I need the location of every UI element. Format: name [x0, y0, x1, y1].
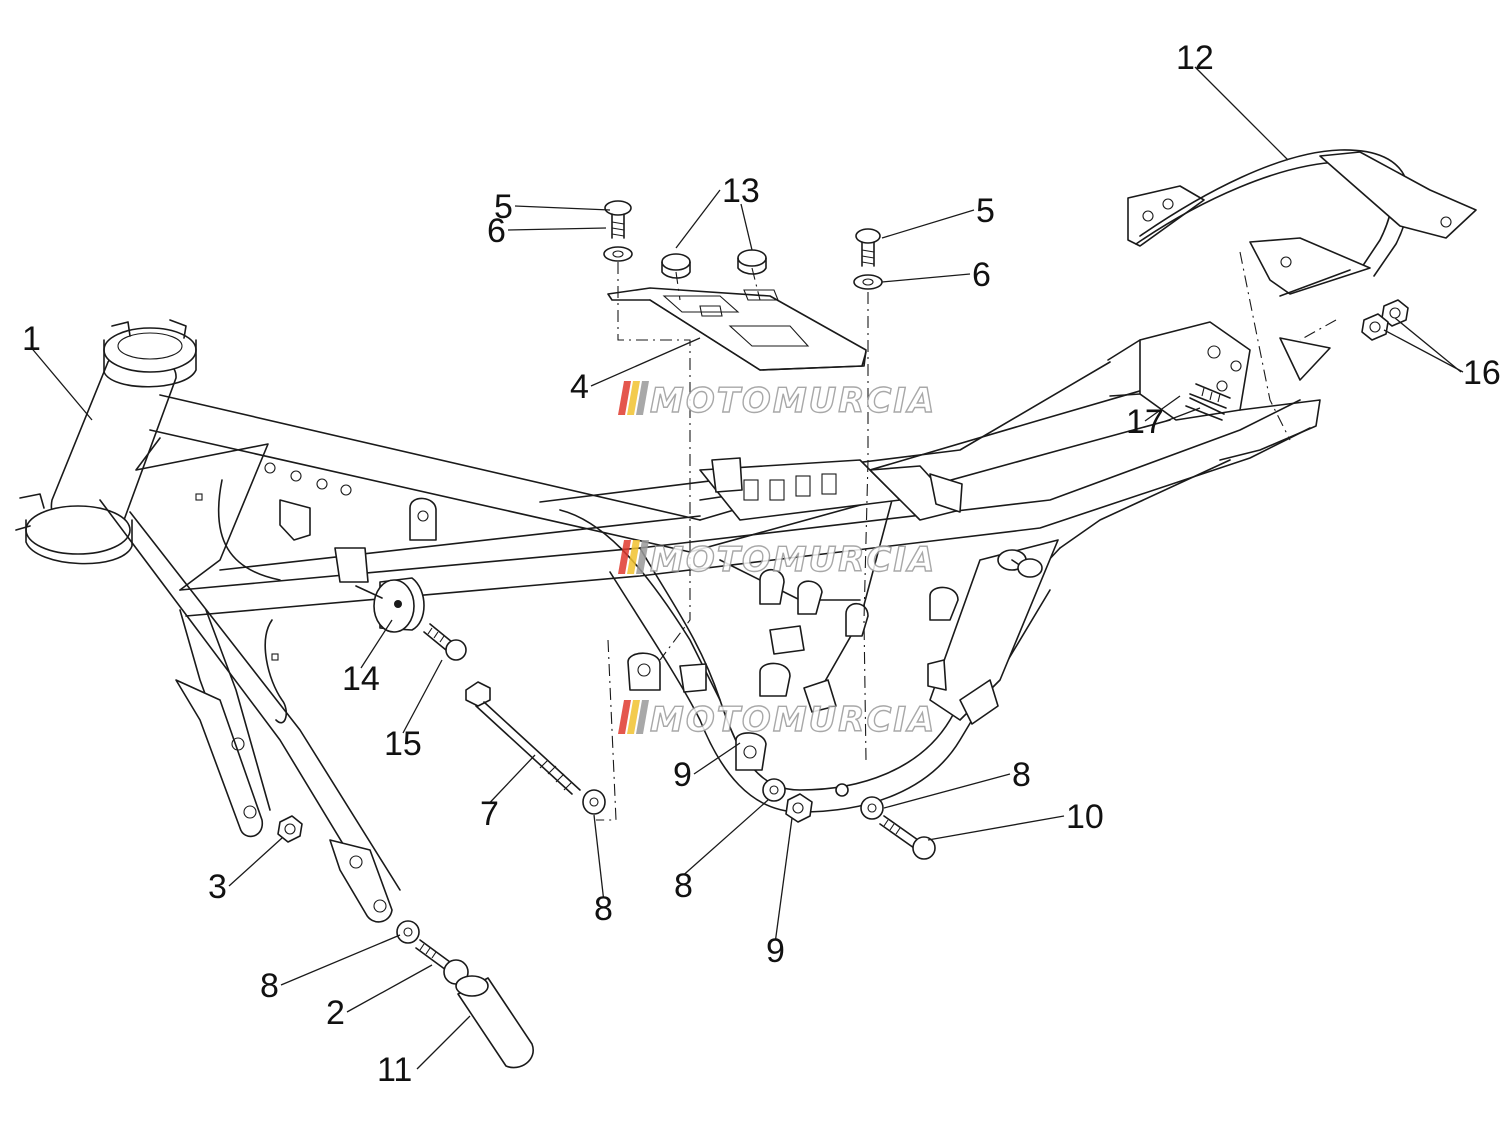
leader-line-c8c	[683, 799, 769, 876]
watermark-2: MOTOMURCIA	[618, 699, 936, 741]
washer-8-mid	[582, 789, 606, 815]
screw-5-left	[604, 200, 632, 239]
bolt-15	[423, 623, 467, 661]
leader-line-c10	[927, 815, 1065, 841]
callout-c8c: 8	[674, 867, 693, 905]
rubber-mount-14	[355, 577, 425, 633]
bolt-2	[415, 939, 469, 985]
leader-line-c13	[675, 189, 721, 249]
watermark-stripe	[618, 381, 631, 415]
nut-3	[277, 815, 303, 843]
callout-c7: 7	[480, 795, 499, 833]
callout-c12: 12	[1176, 39, 1214, 77]
nut-9	[785, 793, 813, 823]
leader-line-c1	[31, 347, 93, 421]
watermark-layer: MOTOMURCIA MOTOMURCIA MOTOMURCIA	[618, 380, 936, 741]
bolts-17	[1185, 383, 1231, 421]
leader-line-c9a	[693, 742, 741, 775]
callout-c8d: 8	[1012, 756, 1031, 794]
watermark-text: MOTOMURCIA	[650, 540, 936, 580]
watermark-stripe	[636, 700, 649, 734]
leader-line-c8a	[280, 934, 401, 986]
leader-line-c3	[228, 837, 283, 887]
callout-c6a: 6	[487, 212, 506, 250]
washer-6-right	[853, 274, 883, 290]
assembly-centerlines	[596, 251, 1337, 821]
grommet-13-left	[661, 253, 691, 279]
callout-c15: 15	[384, 725, 422, 763]
watermark-stripe	[627, 700, 640, 734]
washer-6-left	[603, 246, 633, 262]
callout-leaders	[31, 66, 1464, 1070]
leader-line-c11	[416, 1015, 471, 1070]
front-engine-bracket	[175, 679, 263, 838]
leader-line-c8b	[593, 814, 605, 899]
footpeg-rubber-11	[455, 975, 534, 1069]
leader-line-c6a	[507, 227, 607, 231]
leader-line-c9b	[774, 817, 793, 941]
leader-line-extra-2	[1144, 395, 1181, 422]
callout-c9b: 9	[766, 932, 785, 970]
head-tube-bottom-cup	[25, 505, 131, 555]
leader-line-c4	[590, 337, 701, 387]
watermark-stripe	[618, 540, 631, 574]
callout-c5a: 5	[494, 188, 513, 226]
leader-line-c16	[1394, 317, 1462, 373]
watermark-1: MOTOMURCIA	[618, 539, 936, 581]
callout-c9a: 9	[673, 756, 692, 794]
washer-8-front	[396, 920, 420, 944]
watermark-stripe	[636, 540, 649, 574]
watermark-stripe	[627, 540, 640, 574]
grommet-13-right	[737, 249, 767, 275]
callout-c4: 4	[570, 368, 589, 406]
watermark-text: MOTOMURCIA	[650, 700, 936, 740]
leader-line-c8d	[883, 773, 1011, 809]
nut-16-lower	[1361, 313, 1389, 341]
spine-mount-holes	[264, 462, 352, 496]
callout-c14: 14	[342, 660, 380, 698]
washer-8-right	[860, 796, 884, 820]
leader-line-c17	[1165, 407, 1201, 422]
battery-cover-plate	[607, 287, 867, 371]
leader-line-c5b	[881, 209, 975, 239]
leader-line-c7	[489, 754, 536, 804]
callout-c6b: 6	[972, 256, 991, 294]
callout-c1: 1	[22, 320, 41, 358]
watermark-text: MOTOMURCIA	[650, 381, 936, 421]
leader-line-c12	[1194, 66, 1289, 161]
leader-line-c2	[346, 964, 433, 1013]
rear-grab-handle	[1127, 149, 1477, 297]
callout-c8b: 8	[594, 890, 613, 928]
screw-5-right	[855, 228, 881, 267]
callout-c16: 16	[1463, 354, 1501, 392]
watermark-stripe	[618, 700, 631, 734]
washer-8-center	[762, 778, 786, 802]
leader-line-c14	[360, 619, 393, 669]
callout-c17: 17	[1126, 403, 1164, 441]
callout-c8a: 8	[260, 967, 279, 1005]
head-tube-top-cup	[103, 327, 197, 373]
callout-c5b: 5	[976, 192, 995, 230]
leader-line-c5a	[514, 205, 611, 211]
long-bolt-7	[465, 681, 581, 795]
watermark-stripe	[627, 381, 640, 415]
bolt-10	[835, 783, 936, 860]
callout-c10: 10	[1066, 798, 1104, 836]
leader-line-extra-1	[1383, 329, 1464, 373]
leader-line-c15	[402, 659, 443, 734]
callout-c11: 11	[377, 1051, 412, 1089]
callout-c13: 13	[722, 172, 760, 210]
watermark-stripe	[636, 381, 649, 415]
watermark-0: MOTOMURCIA	[618, 380, 936, 422]
callout-c3: 3	[208, 868, 227, 906]
leader-line-c6b	[881, 273, 971, 283]
callout-c2: 2	[326, 994, 345, 1032]
leader-line-extra-0	[740, 203, 753, 251]
